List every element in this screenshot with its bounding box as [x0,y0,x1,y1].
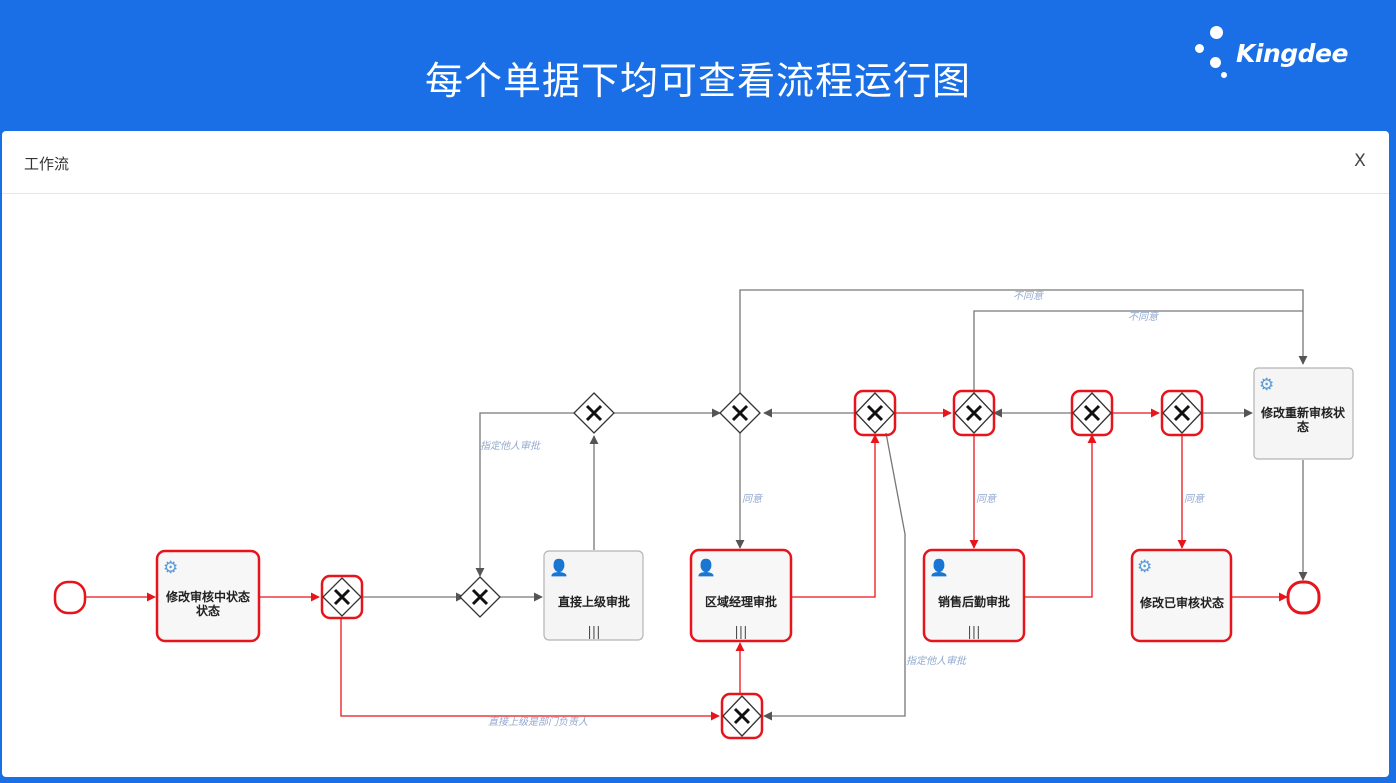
gateway-g3[interactable] [459,576,501,618]
multi-instance-icon: ||| [967,625,980,640]
task-label-line2: 态 [1297,419,1309,434]
task-modify-pending[interactable]: ⚙ 修改审核中状态 状态 [155,549,261,643]
task-label: 修改重新审核状 [1260,405,1346,420]
task-modify-approved[interactable]: ⚙ 修改已审核状态 [1130,548,1233,643]
exclusive-gateway-icon [965,404,983,422]
exclusive-gateway-icon [1083,404,1101,422]
logo-dot [1210,57,1221,68]
gateway-g8[interactable] [1070,389,1114,437]
flow-label-direct-is-manager: 直接上级是部门负责人 [488,716,588,728]
logo-dot [1195,44,1204,53]
edge-gw2-down [340,618,720,721]
task-direct-approve[interactable]: 👤 直接上级审批 ||| [543,550,644,641]
exclusive-gateway-icon [471,588,489,606]
edge-gw4-back-to-gw3 [475,412,574,577]
banner-title: 每个单据下均可查看流程运行图 [424,59,971,103]
multi-instance-icon: ||| [587,625,600,640]
dialog-title: 工作流 [24,155,70,173]
multi-instance-icon: ||| [734,625,747,640]
flow-label-agree-2: 同意 [976,493,997,505]
close-button[interactable]: X [1354,151,1366,171]
exclusive-gateway-icon [1173,404,1191,422]
edge-gw7-disagree [973,310,1303,393]
task-modify-reset[interactable]: ⚙ 修改重新审核状 态 [1253,367,1354,460]
gateway-g7[interactable] [952,389,996,437]
task-label-line2: 状态 [196,603,220,618]
exclusive-gateway-icon [585,404,603,422]
task-sales-approve[interactable]: 👤 销售后勤审批 ||| [922,548,1026,643]
flow-label-disagree-2: 不同意 [1128,311,1159,323]
gateway-g6[interactable] [853,389,897,437]
logo-dot [1221,72,1227,78]
gateway-g4[interactable] [573,392,615,434]
banner: 每个单据下均可查看流程运行图 Kingdee [0,0,1396,132]
task-label: 直接上级审批 [558,594,630,609]
task-label: 修改审核中状态 [165,589,250,604]
gateway-g5[interactable] [719,392,761,434]
active-edges [85,408,1288,721]
kingdee-logo: Kingdee [1192,26,1362,82]
edge-gw5-disagree [739,289,1308,393]
flow-label-agree-1: 同意 [742,493,763,505]
logo-dot [1210,26,1223,39]
exclusive-gateway-icon [866,404,884,422]
task-label: 修改已审核状态 [1139,595,1224,610]
exclusive-gateway-icon [333,588,351,606]
gateway-g9[interactable] [1160,389,1204,437]
user-icon: 👤 [929,558,949,577]
exclusive-gateway-icon [731,404,749,422]
end-event[interactable] [1286,580,1321,615]
start-event[interactable] [53,580,87,615]
workflow-dialog: 工作流 X [2,131,1389,777]
dialog-header: 工作流 X [2,131,1389,194]
gateway-g2[interactable] [320,574,364,620]
flow-label-assign-other-4: 指定他人审批 [906,655,967,667]
edge-sales-to-gw8 [1024,434,1097,598]
edge-region-to-gw6 [792,434,880,598]
gateway-g10[interactable] [720,692,764,740]
user-icon: 👤 [549,558,569,577]
user-icon: 👤 [696,558,716,577]
task-label: 销售后勤审批 [938,594,1010,609]
task-label: 区域经理审批 [705,594,777,609]
exclusive-gateway-icon [733,707,751,725]
logo-text: Kingdee [1236,39,1348,68]
gear-icon: ⚙ [163,558,178,578]
task-region-approve[interactable]: 👤 区域经理审批 ||| [689,548,793,643]
workflow-diagram: 指定他人审批 指定他人审批 同意 同意 同意 不同意 不同意 直接上级是部门负责… [2,194,1389,777]
flow-label-agree-3: 同意 [1184,493,1205,505]
gear-icon: ⚙ [1259,375,1274,395]
edge-gw6-to-gw10 [763,432,906,721]
inactive-edges [361,289,1308,721]
gear-icon: ⚙ [1137,557,1152,577]
flow-label-disagree-1: 不同意 [1013,290,1044,302]
flow-label-assign-other: 指定他人审批 [480,440,541,452]
